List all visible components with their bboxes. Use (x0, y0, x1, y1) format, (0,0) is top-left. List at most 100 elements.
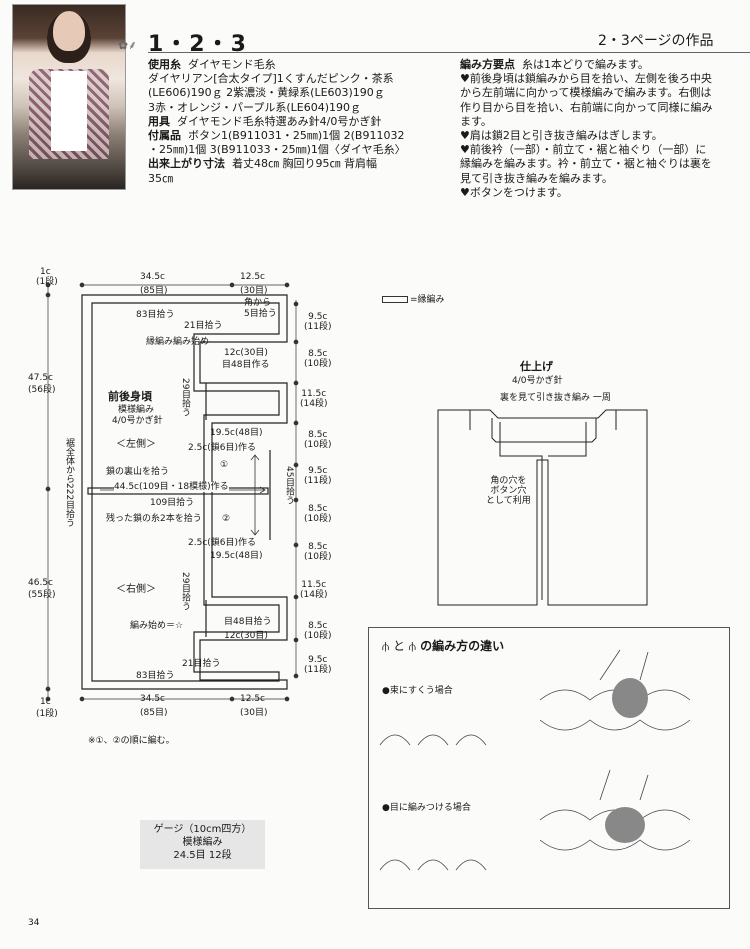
pick48-bot: 目48目拾う (224, 617, 272, 627)
bot-345: 34.5c (140, 694, 165, 704)
gauge-box: ゲージ（10cm四方） 模様編み 24.5目 12段 (140, 820, 265, 869)
edge-start: 縁編み編み始め (146, 337, 210, 347)
size-label: 出来上がり寸法 (148, 157, 225, 171)
right-dim: 8.5c(10段) (304, 542, 332, 562)
method-line: 見て引き抜き編みを編みます。 (460, 171, 613, 185)
c12-30-bot: 12c(30目) (224, 631, 268, 641)
finishing-edge-note: 裏を見て引き抜き編み 一周 (500, 393, 611, 403)
tools-label: 用具 (148, 114, 170, 128)
kado-line1: 角から (244, 298, 272, 308)
method-block: 編み方要点 糸は1本どりで編みます。 ♥前後身頃は鎖編みから目を拾い、左側を後ろ… (460, 58, 750, 200)
c195-48-bot: 19.5c(48目) (210, 551, 263, 561)
method-line: ♥前後衿（一部）・前立て・裾と袖ぐり（一部）に (460, 143, 707, 157)
stitch-difference-box (368, 627, 730, 909)
legend-label: =縁編み (410, 295, 445, 305)
right-dim: 8.5c(10段) (304, 349, 332, 369)
circle-1: ① (220, 460, 229, 470)
method-line: ♥ボタンをつけます。 (460, 185, 568, 199)
top-30: (30目) (240, 286, 268, 296)
left-vertical: 裾全体から222目拾う (64, 438, 74, 528)
pick109: 109目拾う (150, 498, 195, 508)
right-dim: 11.5c(14段) (300, 389, 328, 409)
hook-label: 4/0号かぎ針 (112, 416, 163, 426)
right-dim: 9.5c(11段) (304, 312, 332, 332)
method-line: 作り目から目を拾い、右前端に向かって同様に編み (460, 100, 713, 114)
top-1c: 1c (40, 267, 51, 277)
button-note: 角の穴をボタン穴として利用 (486, 476, 531, 506)
c195-48-top: 19.5c(48目) (210, 428, 263, 438)
page-subtitle: 2・3ページの作品 (598, 33, 714, 49)
right-dim: 8.5c(10段) (304, 430, 332, 450)
notions-value: ボタン1(B911031・25㎜)1個 2(B911032 (188, 129, 405, 143)
bot-125: 12.5c (240, 694, 265, 704)
row-44: 44.5c(109目・18模様)作る (114, 482, 229, 492)
yarn-line: (LE606)190ｇ 2紫濃淡・黄緑系(LE603)190ｇ (148, 86, 385, 100)
right-dim: 11.5c(14段) (300, 580, 328, 600)
size-value: 35㎝ (148, 171, 173, 185)
c12-30-top: 12c(30目) (224, 348, 268, 358)
gauge-title: ゲージ（10cm四方） (153, 824, 252, 835)
method-line: 縁編みを編みます。衿・前立て・裾と袖ぐりは裏を (460, 157, 712, 171)
finishing-title: 仕上げ (520, 360, 553, 373)
materials-block: 使用糸 ダイヤモンド毛糸 ダイヤリアン[合太タイプ]1くすんだピンク・茶系 (L… (148, 58, 448, 186)
case-2: ●目に編みつける場合 (382, 803, 471, 813)
right-dim: 8.5c(10段) (304, 504, 332, 524)
left-475: 47.5c (28, 373, 53, 383)
model-photo (12, 4, 126, 190)
sprig-ornament-icon: ✿⸙ (118, 38, 138, 52)
left-465: 46.5c (28, 578, 53, 588)
bot-85: (85目) (140, 708, 168, 718)
method-title: 編み方要点 (460, 58, 515, 71)
yarn-label: 使用糸 (148, 58, 181, 71)
order-note: ※①、②の順に編む。 (88, 736, 175, 746)
tools-value: ダイヤモンド毛糸特選あみ針4/0号かぎ針 (177, 114, 382, 128)
remaining-chain: 残った鎖の糸2本を拾う (106, 514, 202, 524)
edge-swatch-icon (382, 296, 408, 303)
left-side-label: ＜左側＞ (116, 439, 156, 450)
right-dim: 8.5c(10段) (304, 621, 332, 641)
body-title: 前後身頃 (108, 390, 152, 403)
notions-value: ・25㎜)1個 3(B911033・25㎜)1個〈ダイヤ毛糸〉 (148, 143, 406, 157)
start-bot: 編み始め＝☆ (130, 621, 184, 631)
pick48-top: 目48目作る (222, 360, 270, 370)
header-rule (148, 52, 750, 53)
legend: =縁編み (382, 292, 445, 305)
case-1: ●束にすくう場合 (382, 686, 453, 696)
chain-back: 鎖の裏山を拾う (106, 467, 170, 477)
c25-6-top: 2.5c(鎖6目)作る (188, 443, 257, 453)
finishing-hook: 4/0号かぎ針 (512, 376, 563, 386)
right-45: 45目拾う (284, 466, 294, 505)
page-number: 34 (28, 918, 40, 928)
method-line: ♥前後身頃は鎖編みから目を拾い、左側を後ろ中央 (460, 72, 712, 86)
yarn-value: ダイヤモンド毛糸 (188, 58, 276, 71)
right-dim: 9.5c(11段) (304, 466, 332, 486)
pick83-bot: 83目拾う (136, 671, 175, 681)
pick29-bot: 29目拾う (180, 572, 190, 611)
method-line: ます。 (460, 114, 492, 128)
method-line: から左前端に向かって模様編みで編みます。右側は (460, 86, 712, 100)
bot-1c: 1c (40, 697, 51, 707)
pick21-top: 21目拾う (184, 321, 223, 331)
pattern-label: 模様編み (118, 405, 155, 415)
method-note: 糸は1本どりで編みます。 (522, 58, 649, 71)
pick29-top: 29目拾う (180, 378, 190, 417)
model-head (47, 11, 91, 63)
method-line: ♥肩は鎖2目と引き抜き編みはぎします。 (460, 129, 663, 143)
yarn-line: ダイヤリアン[合太タイプ]1くすんだピンク・茶系 (148, 72, 394, 86)
kado-line2: 5目拾う (244, 309, 277, 319)
pick21-bot: 21目拾う (182, 659, 221, 669)
white-shirt (51, 71, 87, 151)
gauge-pattern: 模様編み (182, 837, 223, 848)
gauge-value: 24.5目 12段 (173, 850, 232, 861)
left-56: (56段) (28, 385, 56, 395)
c25-6-bot: 2.5c(鎖6目)作る (188, 538, 257, 548)
left-55: (55段) (28, 590, 56, 600)
right-dim: 9.5c(11段) (304, 655, 332, 675)
top-1row: (1段) (36, 277, 58, 287)
bot-30: (30目) (240, 708, 268, 718)
bot-1row: (1段) (36, 709, 58, 719)
top-125: 12.5c (240, 272, 265, 282)
size-value: 着丈48㎝ 胸回り95㎝ 背肩幅 (232, 157, 377, 171)
stitch-symbol-icon: ⫛ と ⫛ (382, 639, 416, 653)
notions-label: 付属品 (148, 129, 181, 143)
